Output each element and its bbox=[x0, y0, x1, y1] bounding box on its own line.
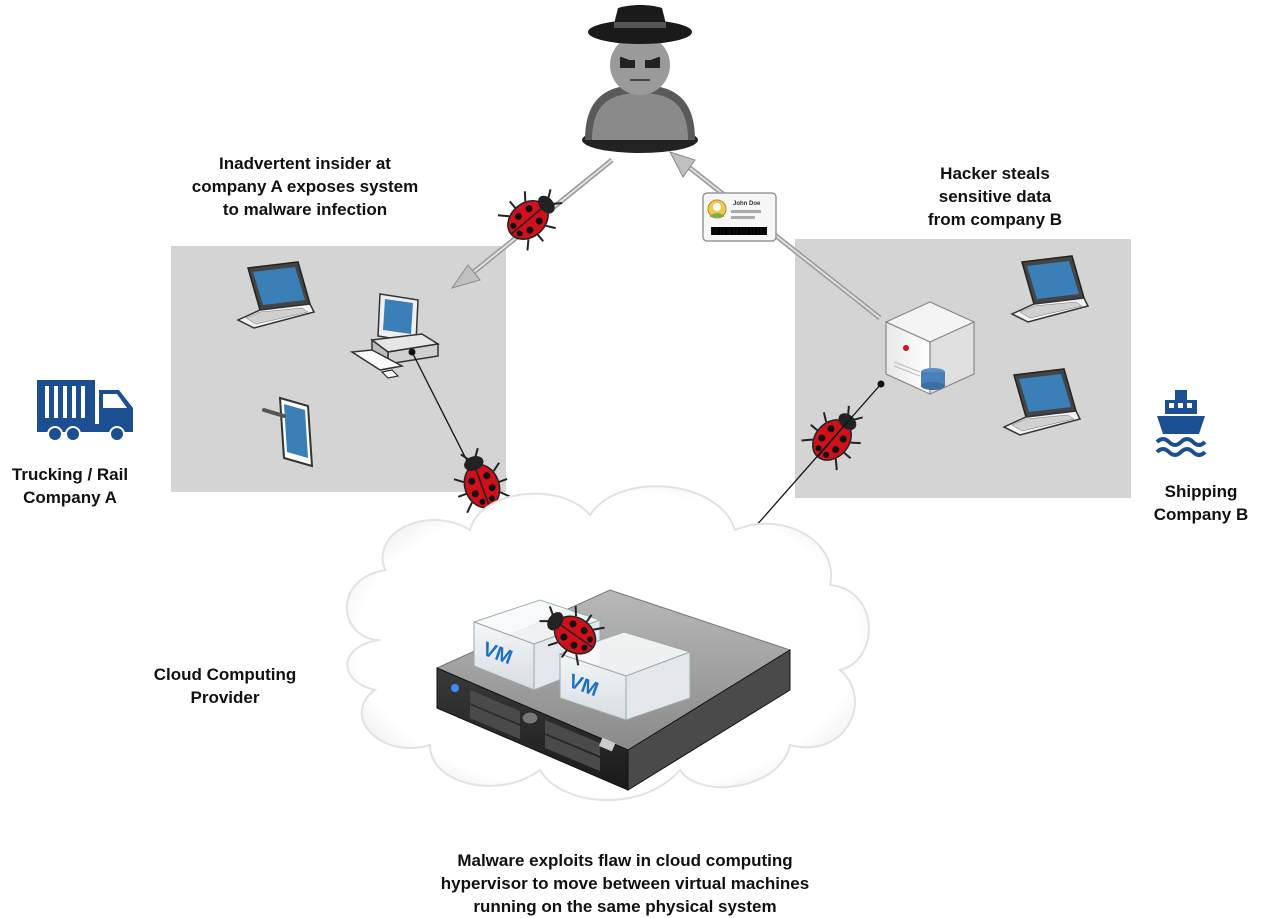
ladybug-icon bbox=[493, 175, 575, 256]
hacker-steals-label: Hacker steals sensitive data from compan… bbox=[927, 164, 1063, 229]
malware-exploit-label: Malware exploits flaw in cloud computing… bbox=[440, 851, 810, 916]
id-card-icon: John Doe bbox=[702, 192, 777, 242]
cloud-provider-label: Cloud Computing Provider bbox=[153, 665, 297, 707]
insider-label: Inadvertent insider at company A exposes… bbox=[191, 154, 419, 219]
ship-icon bbox=[1155, 390, 1207, 457]
server-icon bbox=[884, 301, 976, 395]
company-a-label: Trucking / Rail Company A bbox=[11, 465, 129, 507]
tablet-icon bbox=[262, 396, 314, 468]
company-b-label: Shipping Company B bbox=[1153, 482, 1249, 524]
truck-icon bbox=[37, 380, 133, 442]
company-a-panel bbox=[171, 246, 506, 492]
id-card-name: John Doe bbox=[733, 201, 761, 207]
hacker-icon bbox=[582, 5, 698, 153]
